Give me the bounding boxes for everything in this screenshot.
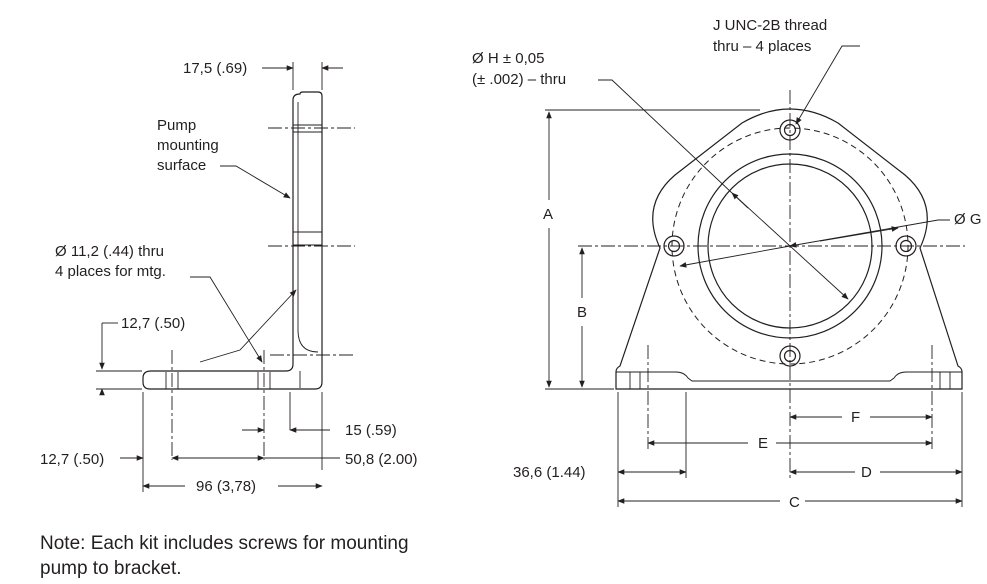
dim-36: 36,6 (1.44)	[513, 464, 586, 481]
pump-label-2: mounting	[157, 137, 219, 154]
hole-label-1: Ø 11,2 (.44) thru	[55, 243, 164, 260]
bore-label-2: (± .002) – thru	[472, 71, 566, 88]
thread-label-2: thru – 4 places	[713, 38, 811, 55]
pump-label-3: surface	[157, 157, 206, 174]
note: Note: Each kit includes screws for mount…	[40, 531, 420, 581]
letter-d: D	[861, 464, 872, 481]
front-view: A B F E 36,6 (1.44) D C J UNC-2B thread …	[472, 17, 982, 511]
bracket-front-outline	[615, 108, 963, 390]
letter-e: E	[758, 435, 768, 452]
diam-g: Ø G	[954, 211, 982, 228]
letter-c: C	[789, 494, 800, 511]
dim-height: 12,7 (.50)	[121, 315, 185, 332]
note-line-2: pump to bracket.	[40, 558, 182, 579]
dim-foot-offset: 12,7 (.50)	[40, 451, 104, 468]
thread-label-1: J UNC-2B thread	[713, 17, 827, 34]
pump-label-1: Pump	[157, 117, 196, 134]
bracket-side-outline	[142, 91, 323, 390]
dim-15: 15 (.59)	[345, 422, 397, 439]
bore-label-1: Ø H ± 0,05	[472, 50, 544, 67]
letter-b: B	[577, 304, 587, 321]
note-line-1: Note: Each kit includes screws for mount…	[40, 533, 409, 554]
dim-50: 50,8 (2.00)	[345, 451, 418, 468]
dim-thickness: 17,5 (.69)	[183, 60, 247, 77]
dim-96: 96 (3,78)	[196, 478, 256, 495]
letter-f: F	[851, 409, 860, 426]
letter-a: A	[543, 206, 553, 223]
side-view: 17,5 (.69) Pump mounting surface Ø 11,2 …	[40, 60, 418, 495]
hole-label-2: 4 places for mtg.	[55, 263, 166, 280]
